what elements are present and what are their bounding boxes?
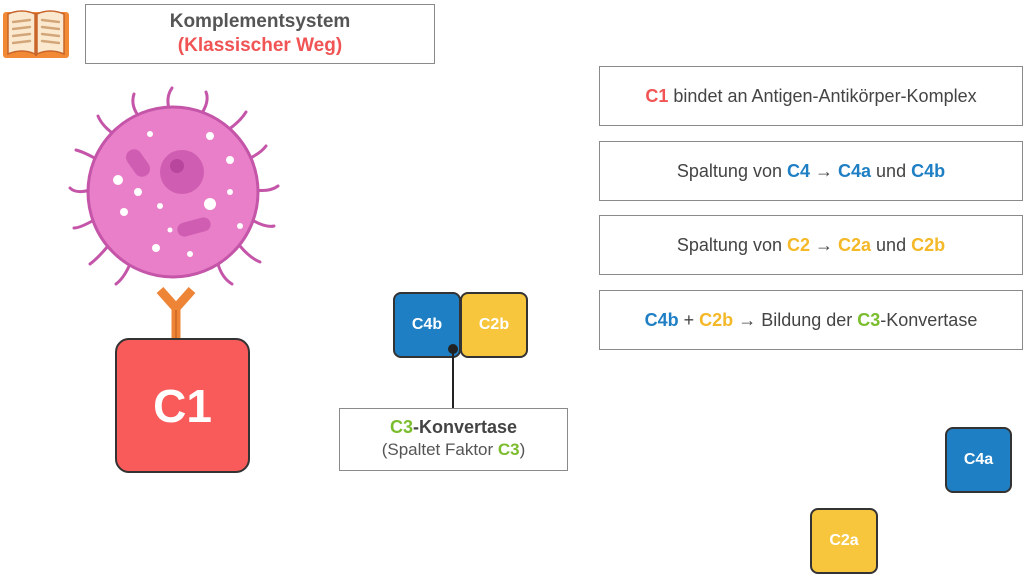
open-book-icon (0, 4, 72, 62)
title-box: Komplementsystem (Klassischer Weg) (85, 4, 435, 64)
convertase-label: C3-Konvertase (389, 417, 518, 437)
step-4-box: C4b + C2b → Bildung der C3-Konvertase (599, 290, 1023, 350)
page-subtitle: (Klassischer Weg) (177, 35, 343, 56)
connector-dot (448, 344, 458, 354)
page-title: Komplementsystem (169, 11, 351, 32)
pathogen-cell-illustration (60, 80, 290, 340)
c2a-fragment-box: C2a (810, 508, 878, 574)
step-1-box: C1 bindet an Antigen-Antikörper-Komplex (599, 66, 1023, 126)
step-3-box: Spaltung von C2 → C2a und C2b (599, 215, 1023, 275)
c1-complement-box: C1 (115, 338, 250, 473)
connector-line (452, 349, 454, 409)
c4a-fragment-box: C4a (945, 427, 1012, 493)
convertase-description: (Spaltet Faktor C3) (381, 440, 526, 459)
step-2-box: Spaltung von C4 → C4a und C4b (599, 141, 1023, 201)
convertase-label-box: C3-Konvertase (Spaltet Faktor C3) (339, 408, 568, 471)
c2b-box: C2b (460, 292, 528, 358)
